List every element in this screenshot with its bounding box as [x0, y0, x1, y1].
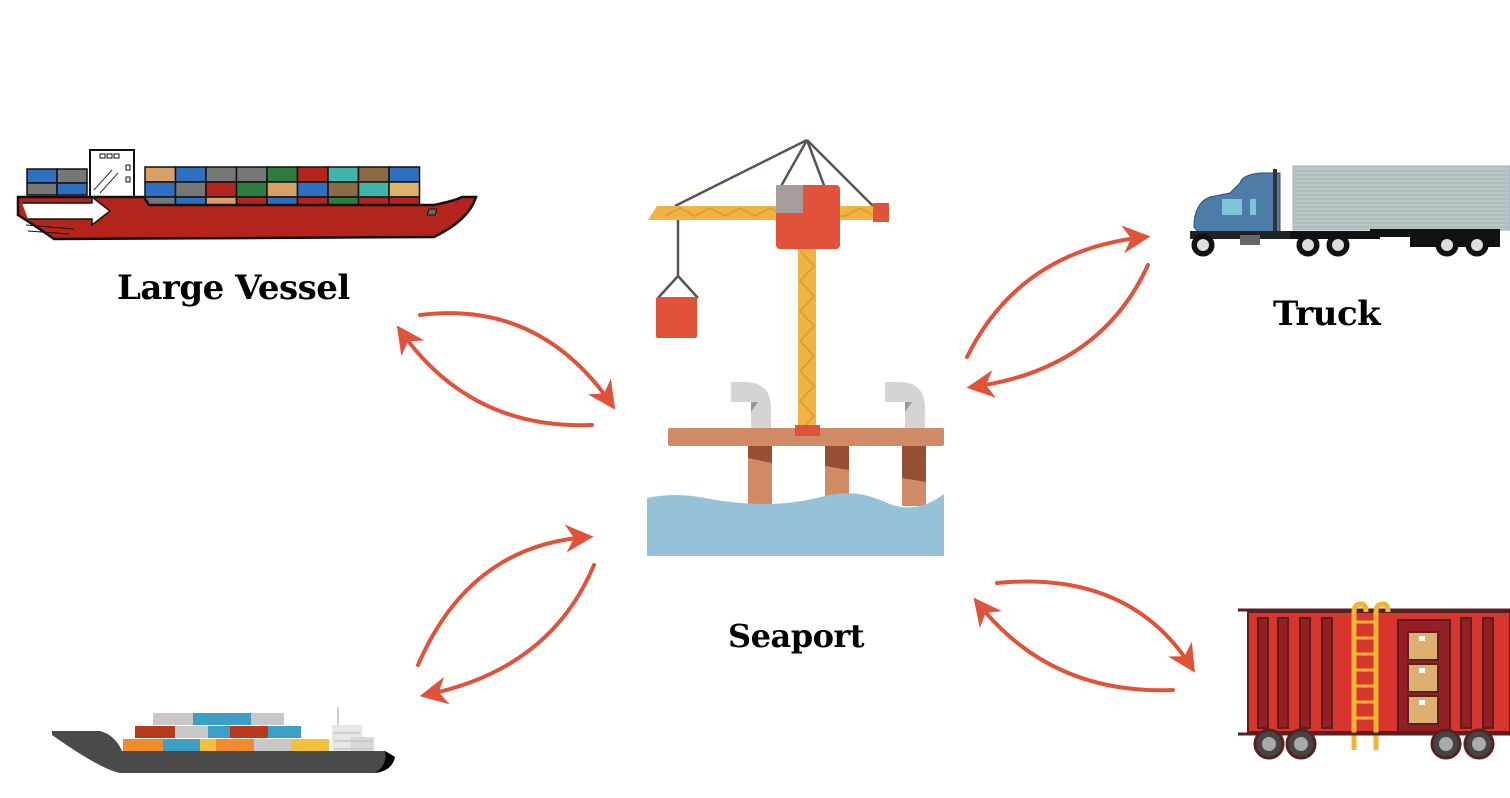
arrow-seaport-to-truck: [965, 225, 1151, 359]
node-label-large-vessel: Large Vessel: [117, 268, 350, 308]
arrow-seaport-to-rail: [995, 579, 1195, 673]
arrow-seaport-to-small-vessel: [419, 563, 596, 705]
arrow-small-vessel-to-seaport: [416, 524, 594, 667]
semi-truck-icon: [1190, 165, 1510, 257]
arrow-truck-to-seaport: [966, 263, 1150, 398]
rail-boxcar-icon: [1238, 601, 1510, 760]
arrow-large-vessel-to-seaport: [418, 311, 616, 410]
container-ship-icon: [16, 149, 478, 241]
node-label-truck: Truck: [1273, 294, 1381, 334]
seaport-crane-icon: [647, 138, 944, 556]
arrow-rail-to-seaport: [973, 597, 1175, 693]
arrow-seaport-to-large-vessel: [396, 325, 594, 428]
center-label-seaport: Seaport: [728, 617, 865, 655]
feeder-ship-icon: [52, 707, 395, 773]
